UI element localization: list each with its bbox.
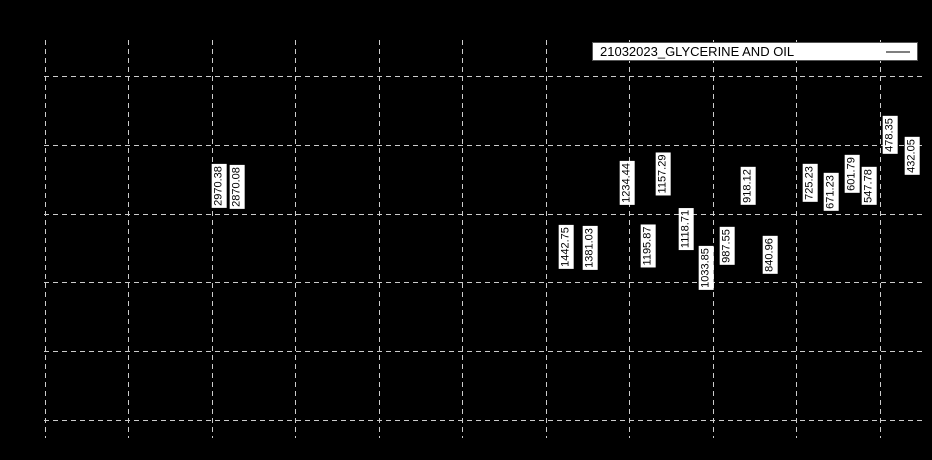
data-label: 1157.29 (655, 152, 671, 196)
data-label: 725.23 (802, 164, 818, 202)
data-label: 1195.87 (640, 224, 656, 268)
gridline-vertical (546, 40, 547, 438)
gridline-horizontal (44, 351, 922, 352)
gridline-vertical (379, 40, 380, 438)
data-label: 840.96 (762, 236, 778, 274)
data-label: 1442.75 (558, 225, 574, 269)
data-label: 918.12 (740, 167, 756, 205)
data-label: 1234.44 (619, 161, 635, 205)
line-series-marker-icon (886, 50, 910, 53)
data-label: 601.79 (844, 155, 860, 193)
gridline-vertical (45, 40, 46, 438)
data-label: 1033.85 (698, 246, 714, 290)
data-label: 671.23 (823, 173, 839, 211)
gridline-horizontal (44, 420, 922, 421)
data-label: 1381.03 (582, 226, 598, 270)
gridline-horizontal (44, 214, 922, 215)
gridline-horizontal (44, 282, 922, 283)
gridline-vertical (212, 40, 213, 438)
data-label: 2870.08 (229, 165, 245, 209)
gridline-vertical (128, 40, 129, 438)
gridline-horizontal (44, 76, 922, 77)
data-label: 478.35 (882, 116, 898, 154)
gridline-vertical (796, 40, 797, 438)
gridline-vertical (462, 40, 463, 438)
data-label: 2970.38 (211, 164, 227, 208)
data-label: 432.05 (904, 137, 920, 175)
legend: 21032023_GLYCERINE AND OIL (592, 42, 918, 61)
data-label: 1118.71 (678, 207, 694, 251)
gridline-horizontal (44, 145, 922, 146)
legend-label: 21032023_GLYCERINE AND OIL (600, 44, 795, 59)
gridline-vertical (713, 40, 714, 438)
data-label: 547.78 (861, 167, 877, 205)
gridline-vertical (629, 40, 630, 438)
data-label: 987.55 (719, 227, 735, 265)
gridline-vertical (295, 40, 296, 438)
gridline-vertical (880, 40, 881, 438)
